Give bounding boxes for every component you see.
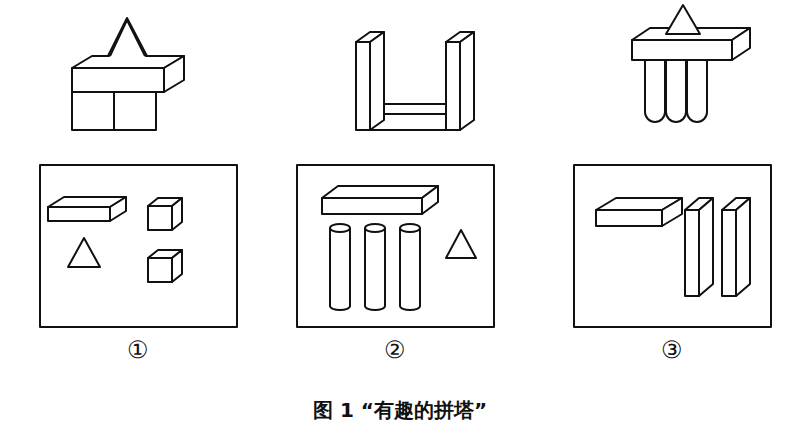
panel-two-parts	[322, 186, 476, 310]
panel-number: ①	[127, 338, 149, 362]
panel-one-parts	[48, 197, 182, 282]
panel-number: ②	[384, 338, 406, 362]
panel-three-parts	[596, 198, 750, 296]
parts-panel	[40, 165, 237, 327]
parts-panel	[574, 165, 771, 327]
tower-one	[72, 18, 184, 130]
parts-panel	[297, 165, 494, 327]
tower-three	[632, 5, 750, 122]
figure-caption: 图 1 “有趣的拼塔”	[313, 400, 487, 420]
panel-number: ③	[661, 338, 683, 362]
tower-two	[356, 32, 474, 130]
